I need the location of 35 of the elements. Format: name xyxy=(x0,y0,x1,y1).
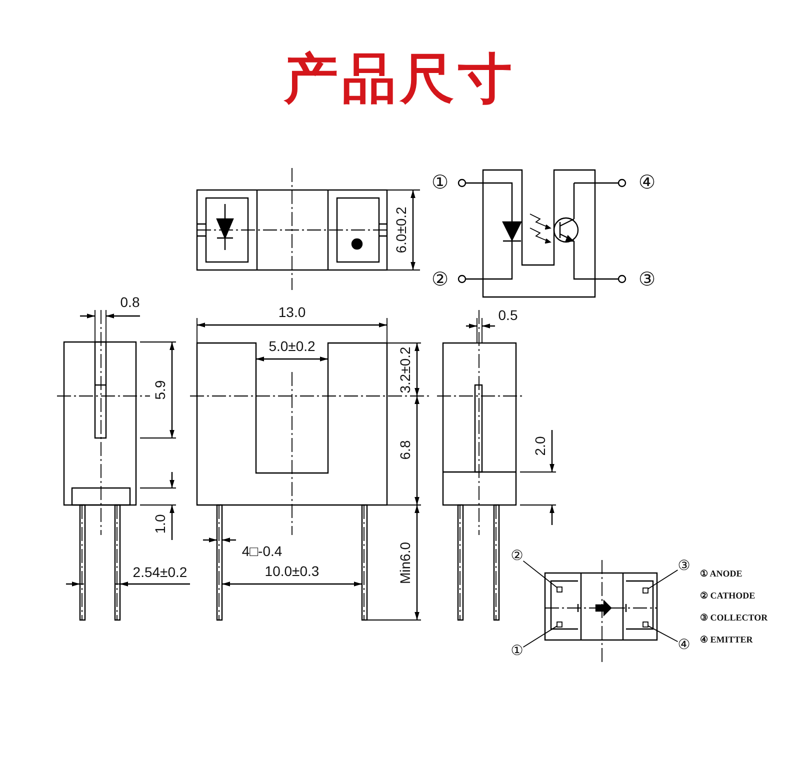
dimension-value: 3.2±0.2 xyxy=(398,346,412,394)
dimension-value: 6.8 xyxy=(398,440,412,460)
dimension-value: Min6.0 xyxy=(398,542,412,584)
dimension-value: 1.0 xyxy=(153,514,167,534)
pin-number: ③ xyxy=(638,270,656,290)
dimension-value: 0.5 xyxy=(498,308,518,322)
pin-number: ② xyxy=(431,270,449,290)
callout-number: ② xyxy=(510,549,524,563)
callout-number: ① xyxy=(510,644,524,658)
dimension-value: 10.0±0.3 xyxy=(264,564,320,578)
dimension-value: 2.54±0.2 xyxy=(132,565,188,579)
solder-pad xyxy=(642,622,648,628)
callout-number: ③ xyxy=(678,559,690,573)
pin-name: ③ COLLECTOR xyxy=(700,614,768,622)
dimension-value: 5.0±0.2 xyxy=(268,339,316,353)
dimension-value: 5.9 xyxy=(153,380,167,400)
leader-line xyxy=(522,626,558,648)
callout-number: ④ xyxy=(678,638,690,652)
dimension-value: 2.0 xyxy=(533,436,547,456)
dimension-value: 0.8 xyxy=(120,295,140,309)
pin-name: ④ EMITTER xyxy=(700,636,753,644)
pin-number: ① xyxy=(431,174,449,192)
solder-pad xyxy=(556,622,562,628)
leader-line xyxy=(648,570,678,590)
solder-pad xyxy=(556,586,562,592)
pin-name: ② CATHODE xyxy=(700,592,756,600)
leader-line xyxy=(648,625,678,642)
title: 产品尺寸 xyxy=(282,52,517,106)
dimension-value: 13.0 xyxy=(278,305,306,319)
dimension-value: 6.0±0.2 xyxy=(394,206,408,254)
leader-line xyxy=(522,560,558,588)
dimension-value: 4□-0.4 xyxy=(242,544,282,558)
pin-number: ④ xyxy=(638,174,656,192)
solder-pad xyxy=(642,588,648,594)
pin-name: ① ANODE xyxy=(700,570,742,578)
